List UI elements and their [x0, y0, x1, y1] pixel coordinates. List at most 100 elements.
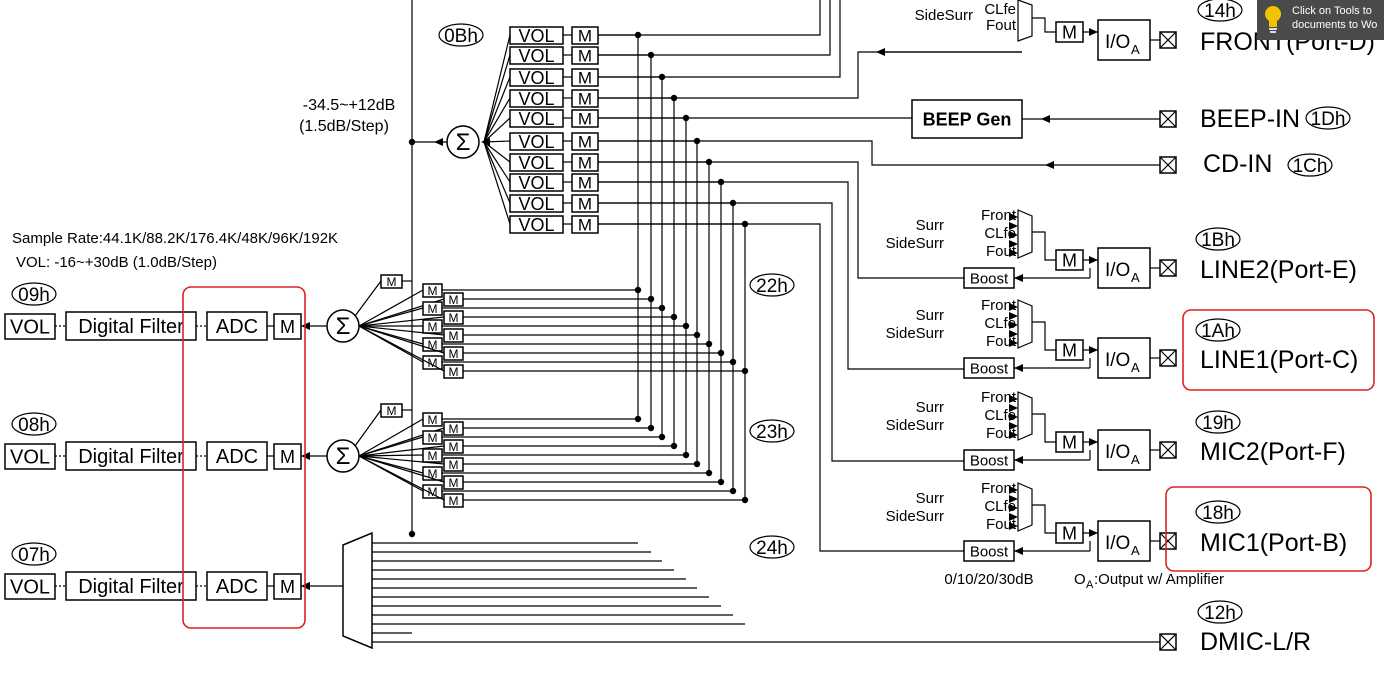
- wire: [599, 0, 841, 78]
- port-input-label: SideSurr: [886, 235, 944, 252]
- mixer-vol-block: VOL: [509, 153, 564, 173]
- wire: [354, 280, 382, 317]
- wire: [1032, 17, 1056, 33]
- pin-cross: [1159, 259, 1177, 277]
- wire: [358, 325, 445, 336]
- mixer-mute-block-label: M: [578, 27, 592, 46]
- wire: [599, 202, 964, 462]
- mixer-vol-block-label: VOL: [518, 153, 554, 173]
- port-input-label: CLfe: [984, 315, 1016, 332]
- pin-icon: [1159, 633, 1177, 651]
- arrow-right-icon: [1089, 346, 1098, 354]
- selector-mute-block: M: [422, 301, 443, 316]
- selector-mute-block: M: [443, 346, 464, 361]
- wire: [358, 455, 445, 501]
- port-mute-block: M: [1055, 249, 1084, 271]
- adc-mute-block-label: M: [280, 317, 295, 337]
- mixer-mute-block: M: [571, 173, 599, 193]
- port-name-line2: LINE2(Port-E): [1200, 256, 1357, 284]
- port-id-line2: 1Bh: [1195, 227, 1241, 251]
- wire: [358, 445, 445, 457]
- adc-vol-block: VOL: [4, 443, 56, 470]
- pin-icon: [1159, 532, 1177, 550]
- selector-id-22h-label: 22h: [756, 276, 788, 297]
- tooltip[interactable]: Click on Tools to documents to Wo: [1257, 0, 1384, 40]
- port-id-beep-frame: [1305, 106, 1351, 130]
- arrow-right-icon: [1009, 486, 1018, 494]
- arrow-right-icon: [1009, 249, 1018, 257]
- boost-block: Boost: [963, 540, 1015, 562]
- port-name-cd: CD-IN: [1203, 150, 1272, 178]
- selector-mute-block: M: [443, 421, 464, 436]
- adc-block: ADC: [206, 441, 268, 471]
- port-input-label: CLfe: [984, 1, 1016, 18]
- selector-mute-block: M: [443, 457, 464, 472]
- selector-mute-block-label: M: [428, 320, 438, 334]
- highlight-adc: [182, 286, 306, 629]
- io-block: [1097, 337, 1151, 379]
- port-name-beep: BEEP-IN: [1200, 105, 1300, 133]
- port-id-mic1: 18h: [1195, 500, 1241, 524]
- mixer-mute-block-label: M: [578, 47, 592, 66]
- beep-gen-block-label: BEEP Gen: [923, 109, 1012, 129]
- arrow-right-icon: [1009, 495, 1018, 503]
- adc-block-label: ADC: [216, 576, 258, 598]
- adc-vol-block-frame: [4, 443, 56, 470]
- selector-mute-block-label: M: [449, 347, 459, 361]
- wire: [483, 141, 511, 204]
- arrow-right-icon: [1009, 222, 1018, 230]
- mixer-mute-block-label: M: [578, 216, 592, 235]
- port-mute-block-label: M: [1062, 22, 1077, 42]
- arrow-left-icon: [1014, 274, 1023, 282]
- adc-block-label: ADC: [216, 316, 258, 338]
- arrow-right-icon: [1009, 413, 1018, 421]
- selector-mute-block: M: [443, 364, 464, 379]
- port-input-label: Front: [981, 297, 1017, 314]
- port-name-dmic: DMIC-L/R: [1200, 628, 1311, 656]
- digital-filter-block-label: Digital Filter: [78, 316, 184, 338]
- amp-note: O: [1074, 571, 1086, 588]
- pin-icon: [1159, 259, 1177, 277]
- wire: [358, 418, 424, 457]
- arrow-right-icon: [1009, 522, 1018, 530]
- arrow-left-icon: [434, 138, 443, 146]
- selector-mute-block: M: [443, 475, 464, 490]
- tooltip-text-line1: Click on Tools to: [1292, 5, 1372, 17]
- arrow-right-icon: [1009, 404, 1018, 412]
- adc-vol-block: VOL: [4, 573, 56, 600]
- mixer-vol-block-label: VOL: [518, 26, 554, 46]
- selector-mute-block-label: M: [428, 413, 438, 427]
- port-id-dmic-label: 12h: [1204, 603, 1236, 624]
- mixer-mute-block: M: [571, 89, 599, 109]
- io-label: I/O: [1105, 350, 1130, 371]
- port-input-label: Front: [981, 389, 1017, 406]
- mixer-vol-block-label: VOL: [518, 194, 554, 214]
- adc-mute-block: M: [273, 313, 302, 340]
- junction-dot: [408, 530, 416, 538]
- selector-mute-block: M: [443, 328, 464, 343]
- digital-filter-block-frame: [65, 571, 197, 601]
- pin-cross: [1159, 633, 1177, 651]
- mixer-mute-block-label: M: [578, 174, 592, 193]
- boost-block: Boost: [963, 357, 1015, 379]
- io-block-front: [1097, 19, 1151, 61]
- adc-vol-id-09h-label: 09h: [18, 285, 50, 306]
- mixer-mute-block-label: M: [578, 90, 592, 109]
- port-input-label: Front: [981, 207, 1017, 224]
- port-input-label: CLfe: [984, 498, 1016, 515]
- pin-cross: [1159, 110, 1177, 128]
- arrow-right-icon: [1089, 529, 1098, 537]
- port-input-label: Surr: [916, 490, 944, 507]
- adc-vol-id-07h: 07h: [11, 542, 57, 566]
- selector-mute-block: M: [422, 283, 443, 298]
- selector-id-22h-frame: [749, 273, 795, 297]
- selector-mute-block: M: [422, 412, 443, 427]
- port-id-mic1-frame: [1195, 500, 1241, 524]
- sigma-icon: Σ: [336, 313, 351, 340]
- selector-mute-block-label: M: [387, 275, 397, 289]
- wire: [483, 141, 511, 225]
- adc-vol-block-label: VOL: [10, 317, 50, 339]
- mixer-vol-block: VOL: [509, 26, 564, 46]
- port-mute-block-label: M: [1062, 523, 1077, 543]
